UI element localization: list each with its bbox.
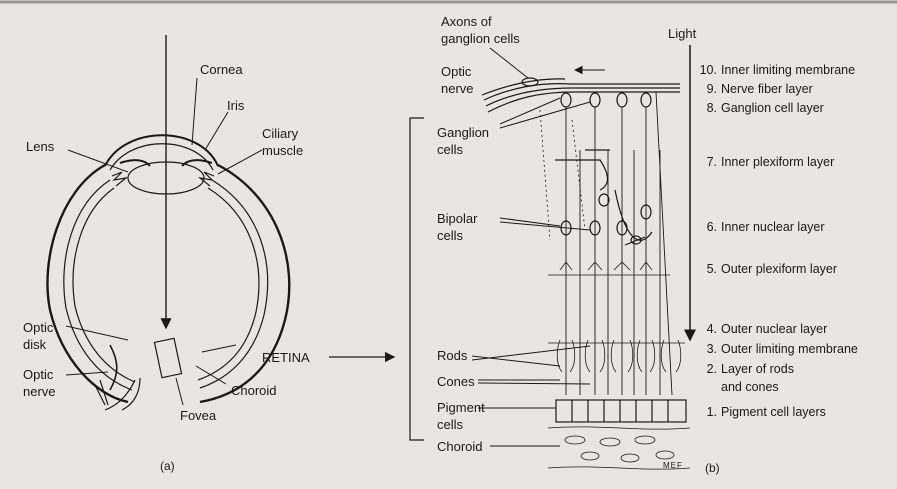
layer-3: 3.Outer limiting membrane (706, 342, 858, 356)
eye-leader-lines (65, 77, 263, 406)
ciliary-muscle-label-line2: muscle (262, 143, 304, 158)
layer-7: 7.Inner plexiform layer (706, 155, 835, 169)
optic-disk-label-line1: Optic (23, 320, 54, 335)
bipolar-label-line1: Bipolar (437, 211, 478, 226)
lens-label: Lens (26, 139, 55, 154)
eye-optic-nerve-label-line1: Optic (23, 367, 54, 382)
iris-label: Iris (227, 98, 245, 113)
layer-1: 1.Pigment cell layers (706, 405, 826, 419)
bipolar-label-line2: cells (437, 228, 464, 243)
light-label: Light (668, 26, 697, 41)
ganglion-label-line1: Ganglion (437, 125, 490, 140)
layer-4: 4.Outer nuclear layer (706, 322, 828, 336)
ciliary-muscle-label-line1: Ciliary (262, 126, 299, 141)
eye-choroid-label: Choroid (231, 383, 277, 398)
layer-8: 8.Ganglion cell layer (706, 101, 824, 115)
caption-a: (a) (160, 459, 175, 473)
artist-initials: MEF (663, 461, 683, 470)
sclera-outer-right (199, 163, 291, 404)
fovea-box (153, 337, 183, 379)
pigment-label-line2: cells (437, 417, 464, 432)
retina-choroid-label: Choroid (437, 439, 483, 454)
axons-label-line1: Axons of (441, 14, 492, 29)
bipolar-cell-bodies (560, 204, 652, 236)
retina-leader-lines (471, 47, 591, 447)
retina-drawing (481, 45, 696, 470)
pigment-cells (555, 399, 687, 423)
retina-optic-nerve-label-line2: nerve (441, 81, 474, 96)
layer-2: 2.Layer of rods (706, 362, 794, 376)
rods-and-cones (548, 339, 685, 373)
ganglion-cell-bodies (560, 92, 652, 108)
optic-disk-label-line2: disk (23, 337, 47, 352)
pigment-label-line1: Pigment (437, 400, 485, 415)
layer-2-continued: and cones (721, 380, 779, 394)
fovea-label: Fovea (180, 408, 217, 423)
retina-optic-nerve-label-line1: Optic (441, 64, 472, 79)
cornea-label: Cornea (200, 62, 243, 77)
eyeball-drawing (46, 134, 291, 411)
rods-label: Rods (437, 348, 468, 363)
choroid-tissue (547, 426, 691, 470)
retina-bracket (409, 117, 424, 441)
layer-9: 9.Nerve fiber layer (706, 82, 813, 96)
caption-b: (b) (705, 461, 720, 475)
eye-optic-nerve-label-line2: nerve (23, 384, 56, 399)
layer-6: 6.Inner nuclear layer (706, 220, 825, 234)
layer-10: 10.Inner limiting membrane (699, 63, 856, 77)
retina-label: RETINA (262, 350, 310, 365)
layer-5: 5.Outer plexiform layer (706, 262, 838, 276)
cones-label: Cones (437, 374, 475, 389)
neuron-columns (565, 91, 673, 396)
cornea-shape (104, 134, 219, 167)
axons-label-line2: ganglion cells (441, 31, 520, 46)
ganglion-label-line2: cells (437, 142, 464, 157)
